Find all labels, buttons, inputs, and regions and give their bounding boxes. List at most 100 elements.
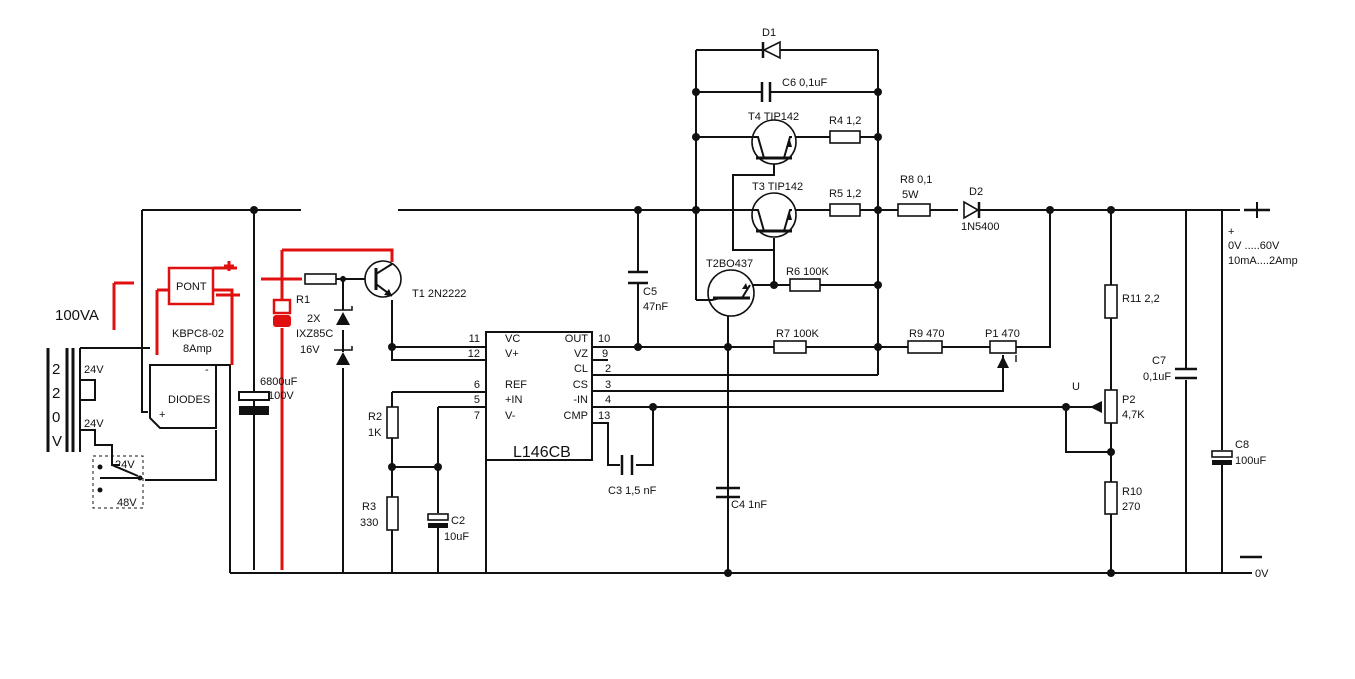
ic-pin-name: VZ [574,348,588,360]
ic-pin-name: V- [505,410,516,422]
zener-part-label: IXZ85C [296,328,333,340]
ic-name: L146CB [513,444,571,461]
junction [874,88,882,96]
ic-pin-name: -IN [573,394,588,406]
ic-pin-name: OUT [565,333,589,345]
c8-name: C8 [1235,439,1249,451]
resistor-r3: R3 330 [360,496,399,531]
transformer: 2 2 0 V 24V 24V 100VA [46,307,104,452]
r3-value: 330 [360,517,378,529]
t3-label: T3 TIP142 [752,181,803,193]
resistor-r10: R10 270 [1104,481,1142,515]
resistor-r5: R5 1,2 [829,188,861,217]
junction [874,281,882,289]
diode-d2: D2 1N5400 [961,186,1000,233]
ic-pin-name: CMP [564,410,588,422]
ic-pin-number: 11 [469,333,480,345]
resistor-r7: R7 100K [773,328,819,354]
c5-name: C5 [643,286,657,298]
junction [874,206,882,214]
switch-48v-label: 48V [117,497,137,509]
junction [434,463,442,471]
junction [692,133,700,141]
d1-label: D1 [762,27,776,39]
junction [770,281,778,289]
c5-value: 47nF [643,301,668,313]
pont-label: PONT [176,281,207,293]
junction [874,133,882,141]
transistor-t3: T3 TIP142 [751,181,803,238]
ic-l146cb: L146CB VC V+ REF +IN V- 11 12 6 5 7 OUT … [468,331,611,461]
d2-name: D2 [969,186,983,198]
secondary-winding-2-label: 24V [84,418,104,430]
r3-name: R3 [362,501,376,513]
r5-label: R5 1,2 [829,188,861,200]
junction [250,206,258,214]
c6-label: C6 0,1uF [782,77,828,89]
ic-pin-number: 9 [602,348,608,360]
c7-value: 0,1uF [1143,371,1171,383]
p1-label: P1 470 [985,328,1020,340]
output-zero-label: 0V [1255,568,1269,580]
mains-voltage-char: 0 [52,409,60,426]
r10-value: 270 [1122,501,1140,513]
r7-label: R7 100K [776,328,819,340]
zener-voltage-label: 16V [300,344,320,356]
p2-name: P2 [1122,394,1135,406]
junction [340,276,346,282]
junction [692,206,700,214]
capacitor-c5: C5 47nF [628,270,668,313]
bridge-plus-label: + [159,409,165,421]
capacitor-c4: C4 1nF [716,486,767,573]
resistor-r4: R4 1,2 [829,115,861,144]
junction [634,343,642,351]
r8-power: 5W [902,189,919,201]
red-wiring [112,248,394,570]
resistor-r6: R6 100K [786,266,829,292]
r1-label: R1 [296,294,310,306]
r4-label: R4 1,2 [829,115,861,127]
ic-pin-number: 7 [474,410,480,422]
transistor-t1: T1 2N2222 [364,260,466,300]
ic-pin-name: CL [574,363,588,375]
c7-name: C7 [1152,355,1166,367]
d2-part: 1N5400 [961,221,1000,233]
resistor-r8: R8 0,1 5W [897,174,932,217]
zener-count-label: 2X [307,313,321,325]
t2-label: T2BO437 [706,258,753,270]
ic-pin-number: 13 [598,410,610,422]
junction [388,343,396,351]
capacitor-c8: C8 100uF [1211,439,1266,467]
potentiometer-p2: P2 4,7K U [1072,381,1145,424]
ic-pin-name: V+ [505,348,519,360]
ic-pin-number: 5 [474,394,480,406]
bridge-rectifier: DIODES - + KBPC8-02 8Amp PONT [149,266,224,429]
ic-pin-number: 2 [605,363,611,375]
ic-pin-name: +IN [505,394,522,406]
filter-cap-voltage: 100V [268,390,294,402]
capacitor-c3: C3 1,5 nF [608,455,657,497]
mains-voltage-char: 2 [52,385,60,402]
capacitor-c7: C7 0,1uF [1143,355,1197,383]
filter-capacitor: 6800uF 100V [238,376,298,415]
c3-label: C3 1,5 nF [608,485,657,497]
ic-pin-number: 4 [605,394,611,406]
junction [692,88,700,96]
junction [1062,403,1070,411]
ic-pin-number: 6 [474,379,480,391]
junction [1107,569,1115,577]
power-rating-label: 100VA [55,307,99,324]
secondary-winding-1-label: 24V [84,364,104,376]
ic-pin-number: 10 [598,333,610,345]
junction-dots [250,88,1115,577]
c8-value: 100uF [1235,455,1266,467]
t4-label: T4 TIP142 [748,111,799,123]
resistor-r11: R11 2,2 [1104,284,1160,319]
r2-name: R2 [368,411,382,423]
output-plus-label: + [1228,226,1234,238]
output-current-range: 10mA....2Amp [1228,255,1298,267]
capacitor-c6: C6 0,1uF [760,77,828,102]
voltage-selector-switch: 24V 48V [92,455,144,509]
bridge-minus-label: - [205,364,209,376]
junction [1107,206,1115,214]
